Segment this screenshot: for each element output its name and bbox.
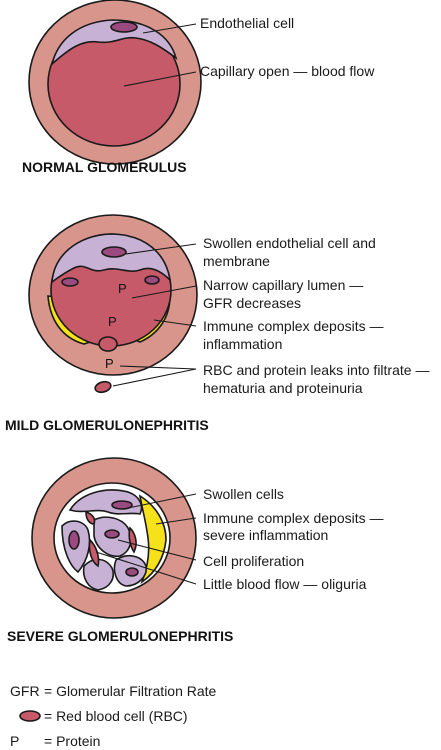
severe-immune-deposit [138,494,167,585]
severe-flow-pointer [95,551,197,585]
mild-label-lumen-1: Narrow capillary lumen — [203,277,363,293]
mild-protein-marker-leak: P [105,356,114,371]
mild-lumen-pointer [131,285,197,299]
normal-label-capillary: Capillary open — blood flow [200,63,375,79]
mild-glomerulonephritis: P P P Swollen endothelial cell and membr… [5,214,429,433]
mild-nucleus-right [144,275,160,285]
legend-p-text: = Protein [44,733,100,749]
normal-endothelial-layer [50,19,178,67]
severe-prolif-pointer [117,539,197,561]
legend-p-key: P [10,733,19,749]
mild-immune-pointer [153,319,197,327]
mild-swollen-pointer [125,243,197,255]
severe-glomerulonephritis: Swollen cells Immune complex deposits — … [7,457,384,644]
legend-gfr-key: GFR [10,683,40,699]
severe-blood-channel-1 [85,510,96,525]
mild-label-leak-1: RBC and protein leaks into filtrate — [203,362,429,378]
severe-label-prolif: Cell proliferation [203,553,304,569]
mild-swollen-endothelium [51,233,172,284]
mild-leak-pointer-p [119,365,197,370]
mild-leaking-rbc [94,380,112,394]
severe-nucleus-1 [111,500,133,510]
severe-cell-lower-left [82,558,114,591]
mild-nucleus-left [61,277,79,287]
mild-label-swollen-1: Swollen endothelial cell and [203,235,376,251]
mild-label-leak-2: hematuria and proteinuria [203,380,363,396]
mild-nucleus-top [101,246,127,258]
normal-capillary-pointer [123,71,197,87]
severe-nucleus-2 [68,530,80,550]
severe-nucleus-4 [125,567,139,577]
mild-label-immune-1: Immune complex deposits — [203,318,384,334]
severe-blood-channel-2 [88,538,100,568]
severe-swollen-pointer [127,493,197,509]
mild-leaking-rbc-wall [98,336,118,352]
mild-label-immune-2: inflammation [203,336,282,352]
legend-rbc-swatch [19,710,41,722]
severe-nucleus-3 [104,529,120,539]
normal-endothelial-nucleus [110,21,138,33]
mild-leak-pointer-rbc [112,368,197,387]
legend: GFR = Glomerular Filtration Rate = Red b… [10,683,217,749]
legend-rbc-text: = Red blood cell (RBC) [44,708,188,724]
severe-label-immune-2: severe inflammation [203,527,328,543]
severe-immune-pointer [155,517,197,525]
severe-label-immune-1: Immune complex deposits — [203,510,384,526]
normal-label-endothelial: Endothelial cell [200,15,294,31]
normal-endothelial-pointer [142,23,197,34]
severe-title: SEVERE GLOMERULONEPHRITIS [7,628,233,644]
severe-label-flow: Little blood flow — oliguria [203,576,367,592]
mild-protein-marker-lumen: P [118,281,127,296]
normal-title: NORMAL GLOMERULUS [22,159,187,175]
legend-gfr-text: = Glomerular Filtration Rate [44,683,217,699]
mild-protein-marker-deposit: P [108,314,117,329]
mild-label-lumen-2: GFR decreases [203,295,301,311]
mild-label-swollen-2: membrane [203,253,270,269]
severe-blood-channel-3 [128,526,137,554]
normal-glomerulus: Endothelial cell Capillary open — blood … [22,0,375,175]
severe-label-swollen: Swollen cells [203,486,284,502]
mild-title: MILD GLOMERULONEPHRITIS [5,417,209,433]
